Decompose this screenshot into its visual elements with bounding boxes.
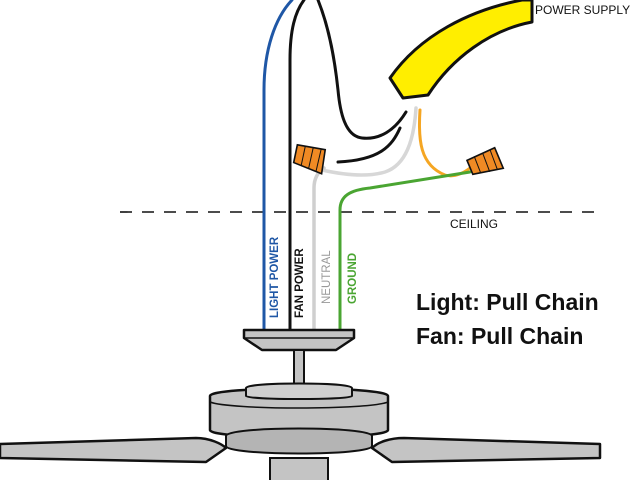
fan-blade-right — [370, 436, 602, 464]
fan-power-wire — [288, 0, 306, 334]
supply-neutral-wire — [320, 106, 418, 177]
supply-black-wire — [316, 0, 408, 140]
supply-orange-wire — [417, 108, 472, 178]
light-power-wire — [262, 0, 294, 334]
wire-nut-right — [465, 146, 505, 176]
supply-black-wire-2 — [336, 126, 402, 164]
fan-lower-ring — [225, 427, 373, 455]
ceiling-label: CEILING — [450, 217, 498, 231]
ground-wire — [338, 170, 472, 334]
power-supply-label: POWER SUPPLY — [535, 3, 630, 17]
ground-label: GROUND — [347, 253, 359, 304]
fan-blade-left — [0, 436, 228, 464]
fan-motor-top — [245, 382, 353, 400]
fan-canopy — [242, 328, 356, 352]
fan-power-label: FAN POWER — [294, 248, 306, 318]
light-mode-text: Light: Pull Chain — [416, 289, 599, 315]
wire-nut-left — [292, 143, 327, 175]
fan-mode-text: Fan: Pull Chain — [416, 323, 583, 349]
neutral-wire — [312, 166, 326, 334]
neutral-label: NEUTRAL — [321, 250, 333, 304]
light-power-label: LIGHT POWER — [269, 236, 281, 318]
fan-switch-housing — [269, 457, 329, 480]
fan-downrod — [293, 349, 305, 389]
power-supply-cable — [388, 0, 534, 100]
